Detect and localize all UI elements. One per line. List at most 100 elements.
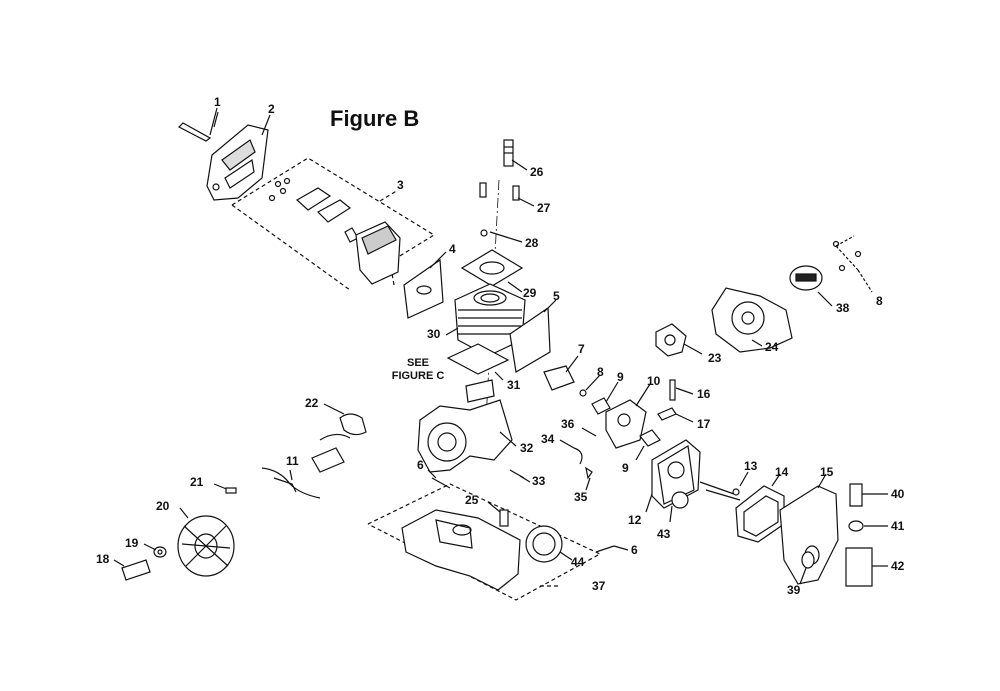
callout-31: 31 xyxy=(507,378,521,392)
callout-13: 13 xyxy=(744,459,758,473)
callout-43: 43 xyxy=(657,527,671,541)
callout-9a: 9 xyxy=(617,370,624,384)
callout-6b: 6 xyxy=(631,543,638,557)
callout-8a: 8 xyxy=(597,365,604,379)
part-14-air-filter xyxy=(735,473,785,543)
part-21-pin xyxy=(213,483,237,494)
part-10-carburetor xyxy=(605,383,651,449)
callout-39: 39 xyxy=(787,583,801,597)
callout-2: 2 xyxy=(268,102,275,116)
part-35-spring xyxy=(585,466,593,491)
part-8-screw xyxy=(579,374,601,397)
callout-32: 32 xyxy=(520,441,534,455)
callout-26: 26 xyxy=(530,165,544,179)
part-28-bolt xyxy=(480,229,523,243)
part-19-washer xyxy=(143,543,167,558)
callout-8b: 8 xyxy=(876,294,883,308)
see-figure-note: SEE FIGURE C xyxy=(378,357,458,383)
callout-21: 21 xyxy=(190,475,204,489)
see-note-line2: FIGURE C xyxy=(391,370,445,382)
callout-6a: 6 xyxy=(417,458,424,472)
part-8-screw-heads xyxy=(832,240,862,272)
part-24-starter-housing xyxy=(711,287,793,353)
callout-10: 10 xyxy=(647,374,661,388)
part-9-gasket-lower xyxy=(635,429,661,461)
part-2-cover xyxy=(206,114,271,201)
callout-1: 1 xyxy=(214,95,221,109)
part-43-primer-bulb xyxy=(669,491,689,523)
callout-11: 11 xyxy=(286,454,299,468)
callout-41: 41 xyxy=(891,519,905,533)
callout-37: 37 xyxy=(592,579,606,593)
part-32-crankcase xyxy=(417,379,517,473)
callout-3: 3 xyxy=(397,178,404,192)
part-27-screws xyxy=(479,182,535,207)
part-23-pulley xyxy=(655,323,703,357)
part-40-decal xyxy=(849,483,888,507)
callout-16: 16 xyxy=(697,387,711,401)
callout-4: 4 xyxy=(449,242,456,256)
part-26-spark-plug xyxy=(503,139,528,171)
callout-28: 28 xyxy=(525,236,539,250)
part-6-bolt-right xyxy=(595,545,629,553)
callout-33: 33 xyxy=(532,474,546,488)
callout-29: 29 xyxy=(523,286,537,300)
part-16-screw xyxy=(669,379,694,401)
part-13-screws xyxy=(699,471,749,501)
callout-22: 22 xyxy=(305,396,319,410)
part-42-decal xyxy=(845,547,888,587)
callout-17: 17 xyxy=(697,417,711,431)
part-37-fuel-tank xyxy=(401,509,521,591)
callout-44: 44 xyxy=(571,555,585,569)
callout-20: 20 xyxy=(156,499,170,513)
part-7-insulator xyxy=(543,355,579,391)
part-39-plug xyxy=(799,551,815,585)
callout-19: 19 xyxy=(125,536,139,550)
part-11-wire xyxy=(261,467,321,499)
part-3-kit-contents xyxy=(268,177,401,285)
callout-27: 27 xyxy=(537,201,551,215)
part-17-clip xyxy=(657,407,694,423)
callout-5: 5 xyxy=(553,289,560,303)
callout-18: 18 xyxy=(96,552,110,566)
callout-24: 24 xyxy=(765,340,779,354)
part-41-decal xyxy=(848,520,888,532)
figure-title: Figure B xyxy=(330,106,420,131)
callout-9b: 9 xyxy=(622,461,629,475)
part-22-ignition-coil xyxy=(311,403,367,473)
part-6-bolt-left xyxy=(427,469,451,489)
part-33-pin xyxy=(509,469,531,483)
callout-40: 40 xyxy=(891,487,905,501)
part-8-screws-top xyxy=(835,235,873,293)
callout-35: 35 xyxy=(574,490,588,504)
callout-42: 42 xyxy=(891,559,905,573)
callout-30: 30 xyxy=(427,327,441,341)
callout-7: 7 xyxy=(578,342,585,356)
centerline xyxy=(485,179,500,421)
part-29-gasket xyxy=(460,249,524,293)
part-36-pin xyxy=(581,427,597,437)
leader-lines xyxy=(213,111,219,128)
part-44-fuel-cap xyxy=(525,525,573,563)
see-note-line1: SEE xyxy=(406,357,429,369)
callout-14: 14 xyxy=(775,465,789,479)
part-4-heat-shield xyxy=(403,251,447,319)
part-15-filter-cover xyxy=(779,473,839,585)
callout-34: 34 xyxy=(541,432,555,446)
part-1-bracket xyxy=(177,107,218,142)
part-25-fitting xyxy=(487,501,509,527)
callout-15: 15 xyxy=(820,465,834,479)
callout-36: 36 xyxy=(561,417,575,431)
callout-23: 23 xyxy=(708,351,722,365)
part-34-clip xyxy=(559,439,583,465)
part-5-shield xyxy=(509,299,557,373)
part-20-flywheel xyxy=(177,507,235,577)
part-18-nut xyxy=(113,559,151,581)
part-31-gasket xyxy=(446,343,510,381)
part-30-cylinder xyxy=(445,283,526,357)
callout-12: 12 xyxy=(628,513,642,527)
part-9-gasket-upper xyxy=(591,381,619,415)
part-38-cap xyxy=(789,265,833,307)
callout-25: 25 xyxy=(465,493,479,507)
